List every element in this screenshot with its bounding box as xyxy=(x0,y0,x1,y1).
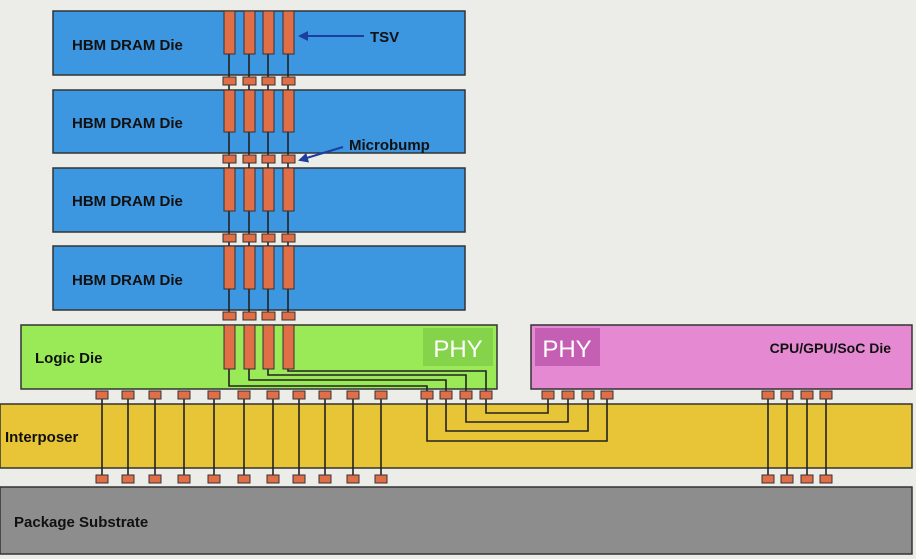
logic-phy xyxy=(423,328,493,366)
microbumps xyxy=(222,76,296,321)
logic-die-label: Logic Die xyxy=(35,350,103,367)
interposer xyxy=(0,403,913,469)
microbump-label: Microbump xyxy=(349,137,430,154)
package-substrate-label: Package Substrate xyxy=(14,514,148,531)
logic-phy-label: PHY xyxy=(433,336,482,363)
dram-die-4: HBM DRAM Die xyxy=(52,245,466,311)
interposer-wiring xyxy=(101,398,827,477)
logic-die xyxy=(20,324,498,390)
interposer-label: Interposer xyxy=(5,429,79,446)
dram-die-label: HBM DRAM Die xyxy=(72,37,183,54)
package-substrate xyxy=(0,486,913,555)
dram-die-label: HBM DRAM Die xyxy=(72,272,183,289)
dram-die-label: HBM DRAM Die xyxy=(72,115,183,132)
dram-die-label: HBM DRAM Die xyxy=(72,193,183,210)
interposer-bottom-bumps xyxy=(95,474,833,484)
dram-die-3: HBM DRAM Die xyxy=(52,167,466,233)
tsv-column xyxy=(223,10,295,370)
microbump-arrow xyxy=(298,146,344,163)
dram-die-2: HBM DRAM Die xyxy=(52,89,466,154)
dram-die-1: HBM DRAM Die xyxy=(52,10,466,76)
tsv-label: TSV xyxy=(370,29,399,46)
interposer-top-bumps xyxy=(95,390,833,400)
processor-phy xyxy=(535,328,600,366)
processor-phy-label: PHY xyxy=(542,336,591,363)
processor-die-label: CPU/GPU/SoC Die xyxy=(770,340,892,356)
